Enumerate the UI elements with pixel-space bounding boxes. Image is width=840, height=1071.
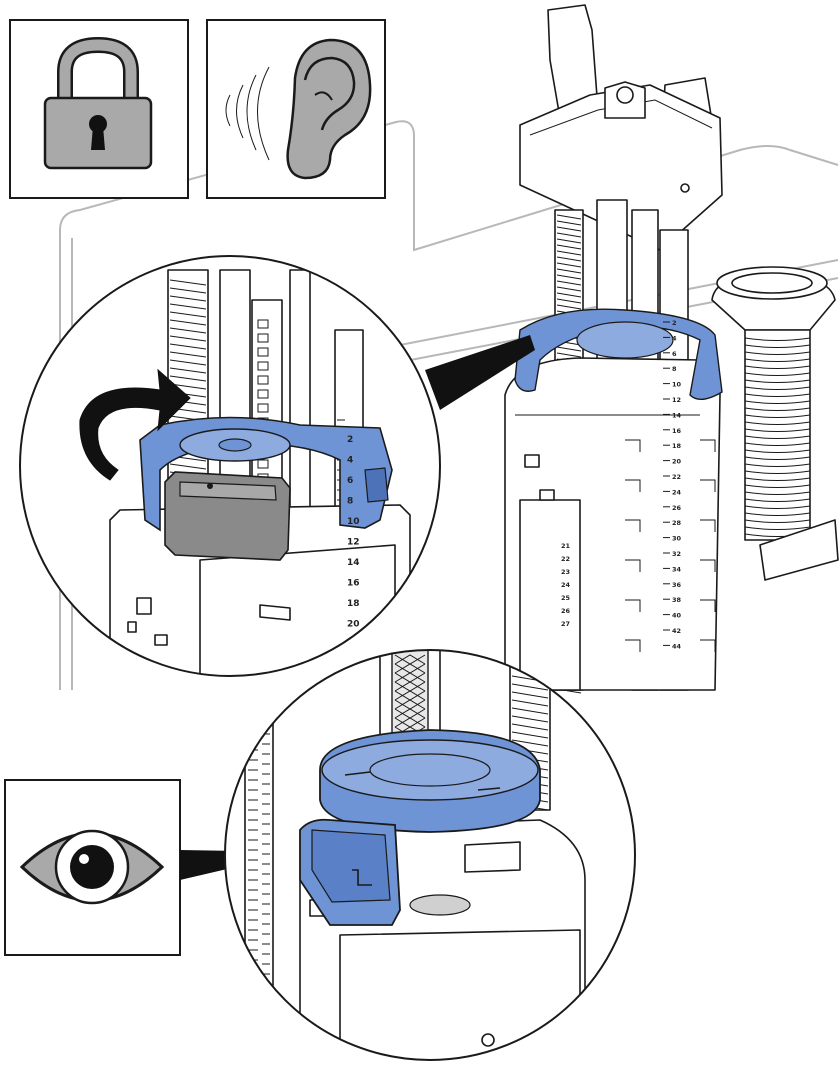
scale-tick-label: 20 — [672, 458, 682, 466]
scale-tick-label: 34 — [672, 565, 682, 573]
scale-tick-label: 12 — [672, 396, 681, 404]
scale-tick-label: 2 — [672, 319, 677, 327]
scale-tick-label: 42 — [672, 627, 681, 635]
zoom-tick-label: 20 — [347, 620, 360, 630]
float-window — [519, 499, 581, 691]
scale-tick-label: 24 — [672, 488, 682, 496]
zoom-detail-rotate: 2 4 6 8 10 12 14 16 18 20 22 — [19, 255, 441, 677]
zoom-tick-label: 10 — [347, 517, 360, 527]
scale-tick-label: 28 — [672, 519, 682, 527]
float-tick-label: 23 — [561, 568, 570, 576]
zoom-tick-label: 12 — [347, 538, 360, 548]
lock-panel — [9, 19, 189, 199]
zoom-tick-label: 22 — [347, 640, 360, 650]
listen-panel — [206, 19, 386, 199]
scale-tick-label: 38 — [672, 596, 682, 604]
look-panel — [4, 779, 181, 956]
overflow-tube — [711, 266, 839, 581]
scale-tick-label: 8 — [672, 365, 677, 373]
float-tick-label: 21 — [561, 542, 571, 550]
float-tick-label: 25 — [561, 594, 571, 602]
fill-valve-assembly: 2468101214161820222426283032343638404244… — [504, 4, 839, 694]
float-tick-label: 26 — [561, 607, 571, 615]
zoom-tick-label: 6 — [347, 476, 353, 486]
scale-tick-label: 26 — [672, 504, 682, 512]
scale-tick-label: 4 — [672, 334, 677, 342]
scale-tick-label: 30 — [672, 535, 682, 543]
eye-icon — [19, 829, 165, 905]
scale-tick-label: 18 — [672, 442, 682, 450]
scale-tick-label: 10 — [672, 381, 682, 389]
float-tick-label: 24 — [561, 581, 571, 589]
scale-tick-label: 6 — [672, 350, 677, 358]
zoom-tick-label: 14 — [347, 558, 360, 568]
zoom-tick-label: 2 — [347, 435, 353, 445]
float-tick-label: 22 — [561, 555, 570, 563]
scale-tick-label: 40 — [672, 612, 682, 620]
scale-tick-label: 14 — [672, 411, 682, 419]
float-scale: 21 22 23 24 25 26 27 — [561, 542, 571, 628]
zoom-detail-check — [224, 649, 636, 1061]
scale-tick-label: 16 — [672, 427, 682, 435]
zoom-tick-label: 18 — [347, 599, 360, 609]
adjustment-collar — [514, 308, 723, 400]
zoom-tick-label: 4 — [347, 456, 353, 466]
zoom-tick-label: 8 — [347, 497, 353, 507]
scale-tick-label: 36 — [672, 581, 682, 589]
callout-pointer-top — [425, 335, 535, 410]
lock-icon — [43, 36, 153, 170]
scale-tick-label: 22 — [672, 473, 681, 481]
ear-icon — [225, 38, 372, 180]
rotate-arrow-icon — [79, 368, 191, 481]
float-tick-label: 27 — [561, 620, 570, 628]
zoom-tick-label: 16 — [347, 579, 360, 589]
scale-tick-label: 32 — [672, 550, 681, 558]
scale-tick-label: 44 — [672, 642, 682, 650]
